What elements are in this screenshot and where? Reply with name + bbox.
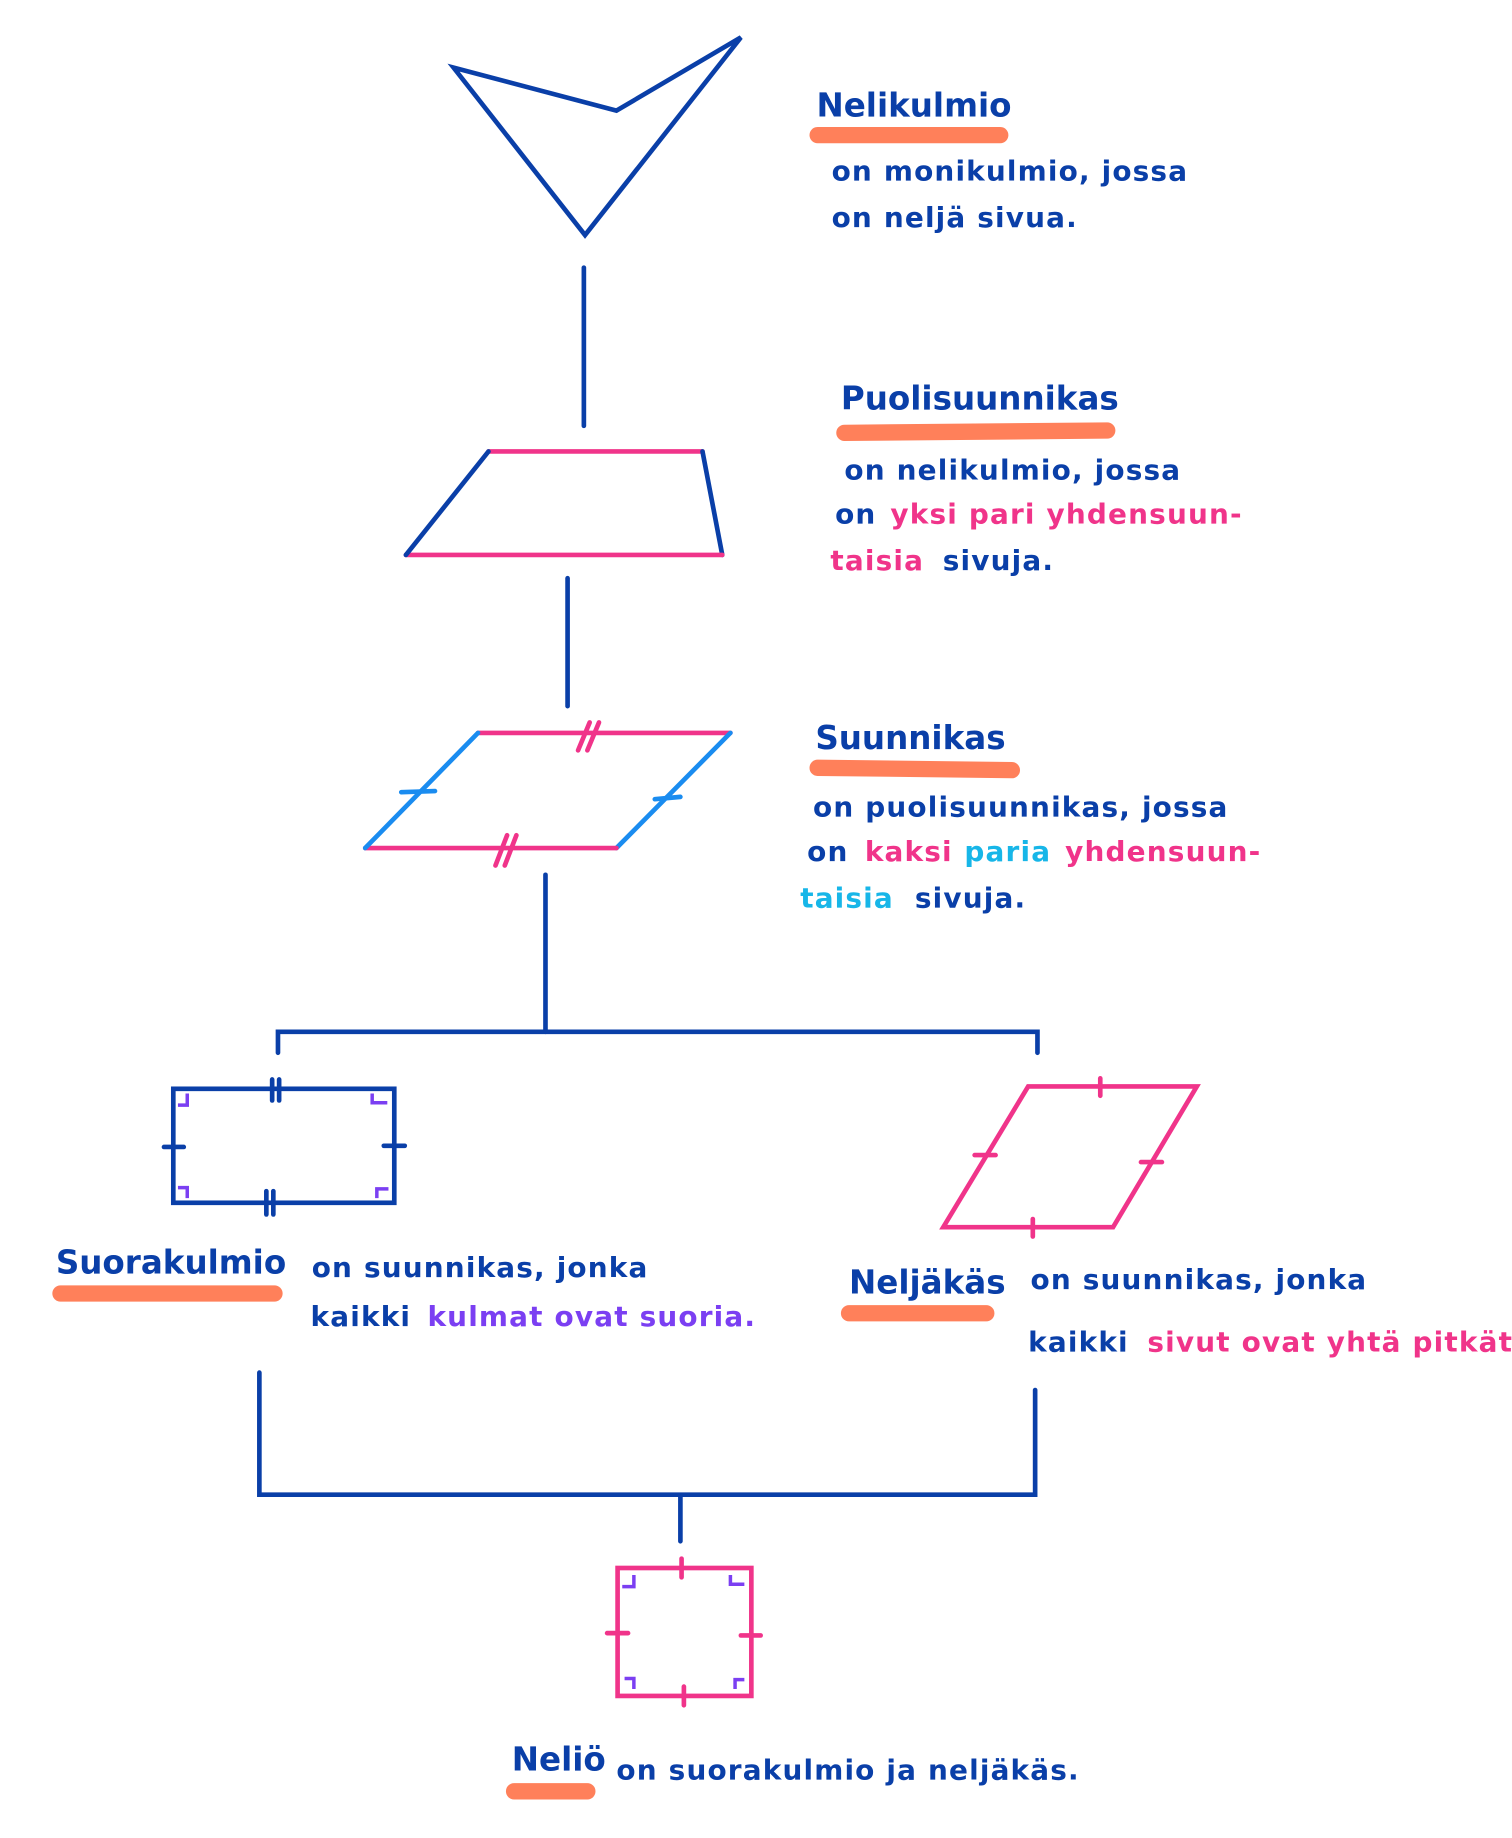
title-nelio: Neliö	[512, 1740, 606, 1778]
desc-neljakas-1: on suunnikas, jonka	[1030, 1263, 1367, 1296]
highlight-suunnikas	[809, 759, 1021, 779]
concave-quadrilateral-shape	[447, 35, 743, 239]
desc-nelikulmio-2: on neljä sivua.	[832, 201, 1078, 234]
rectangle-shape	[161, 1077, 408, 1217]
desc-suorakulmio-1: on suunnikas, jonka	[312, 1251, 649, 1284]
branch-connector	[275, 1029, 1040, 1056]
desc-nelikulmio-1: on monikulmio, jossa	[832, 154, 1189, 187]
title-puolisuunnikas: Puolisuunnikas	[841, 380, 1119, 418]
desc-nelio: on suorakulmio ja neljäkäs.	[616, 1754, 1079, 1787]
parallelogram-shape	[362, 720, 733, 868]
title-suunnikas: Suunnikas	[815, 719, 1005, 757]
title-suorakulmio: Suorakulmio	[56, 1244, 286, 1282]
square-shape	[604, 1556, 763, 1708]
trapezoid-shape	[403, 449, 725, 558]
title-neljakas: Neljäkäs	[849, 1264, 1006, 1302]
rhombus-shape	[939, 1076, 1201, 1239]
title-nelikulmio: Nelikulmio	[816, 86, 1011, 124]
desc-puolisuunnikas-1: on nelikulmio, jossa	[844, 453, 1181, 486]
desc-suunnikas-1: on puolisuunnikas, jossa	[813, 791, 1229, 824]
highlight-puolisuunnikas	[836, 422, 1116, 441]
merge-connector	[257, 1370, 1038, 1498]
